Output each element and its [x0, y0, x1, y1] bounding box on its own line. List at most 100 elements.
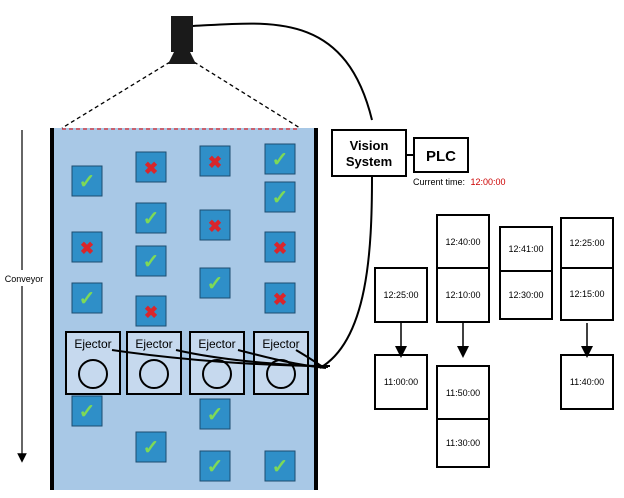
item-box	[71, 165, 103, 197]
item-box	[71, 231, 103, 263]
cross-icon: ✖	[80, 239, 94, 258]
item-fail: ✖	[71, 231, 103, 263]
item-box	[199, 145, 231, 177]
cross-icon: ✖	[208, 217, 222, 236]
ejector-plunger	[139, 359, 169, 389]
item-pass: ✓	[135, 202, 167, 234]
timestamp-value: 12:10:00	[445, 290, 480, 300]
item-fail: ✖	[199, 209, 231, 241]
plc-label: PLC	[426, 148, 456, 165]
check-icon: ✓	[143, 251, 160, 273]
item-box	[199, 450, 231, 482]
current-time-value: 12:00:00	[471, 177, 506, 187]
check-icon: ✓	[143, 208, 160, 230]
check-icon: ✓	[207, 404, 224, 426]
timestamp-value: 11:40:00	[570, 377, 604, 387]
timestamp-value: 12:41:00	[508, 244, 543, 254]
item-pass: ✓	[71, 395, 103, 427]
ejector-label: Ejector	[198, 337, 235, 351]
plc-box: PLC	[413, 137, 469, 173]
timestamp-value: 12:25:00	[569, 238, 604, 248]
check-icon: ✓	[79, 288, 96, 310]
timestamp-box: 11:00:00	[374, 354, 428, 410]
item-box	[199, 398, 231, 430]
ejector-label: Ejector	[262, 337, 299, 351]
item-box	[135, 295, 167, 327]
timestamp-value: 11:50:00	[446, 388, 480, 398]
cross-icon: ✖	[273, 290, 287, 309]
item-pass: ✓	[199, 267, 231, 299]
check-icon: ✓	[207, 273, 224, 295]
cross-icon: ✖	[273, 239, 287, 258]
vision-system-label-line2: System	[346, 154, 392, 169]
items-layer: ✓ ✖ ✖ ✓ ✓ ✓ ✖ ✖ ✖ ✓ ✓ ✓ ✖ ✖ ✓ ✓ ✓ ✓ ✓	[71, 143, 296, 482]
ejector-label: Ejector	[74, 337, 111, 351]
conveyor-label: Conveyor	[5, 274, 44, 284]
timestamp-value: 12:40:00	[445, 237, 480, 247]
camera-fov-left	[61, 61, 171, 129]
item-pass: ✓	[264, 450, 296, 482]
timestamp-box: 11:30:00	[436, 418, 490, 468]
timestamp-box: 11:40:00	[560, 354, 614, 410]
ejector-label: Ejector	[135, 337, 172, 351]
timestamp-value: 12:25:00	[383, 290, 418, 300]
ejector-box	[65, 331, 121, 395]
timestamp-box: 12:10:00	[436, 267, 490, 323]
timestamp-value: 12:30:00	[508, 290, 543, 300]
camera-icon	[168, 16, 196, 64]
item-box	[264, 231, 296, 263]
ejector-plunger	[78, 359, 108, 389]
item-fail: ✖	[264, 231, 296, 263]
item-box	[264, 181, 296, 213]
item-box	[264, 450, 296, 482]
current-time-prefix: Current time:	[413, 177, 465, 187]
item-pass: ✓	[199, 398, 231, 430]
check-icon: ✓	[143, 437, 160, 459]
ejectors-layer: Ejector Ejector Ejector Ejector	[65, 331, 309, 395]
item-box	[264, 282, 296, 314]
ejector: Ejector	[126, 331, 182, 395]
check-icon: ✓	[272, 456, 289, 478]
item-pass: ✓	[264, 181, 296, 213]
ejector-plunger	[202, 359, 232, 389]
item-box	[135, 202, 167, 234]
item-box	[135, 431, 167, 463]
check-icon: ✓	[79, 401, 96, 423]
timestamp-value: 12:15:00	[569, 289, 604, 299]
ejector-box	[126, 331, 182, 395]
item-pass: ✓	[135, 431, 167, 463]
item-box	[71, 395, 103, 427]
current-time-label: Current time: 12:00:00	[413, 177, 506, 187]
ejector: Ejector	[65, 331, 121, 395]
ejector-wiring	[111, 175, 373, 369]
item-pass: ✓	[199, 450, 231, 482]
item-fail: ✖	[135, 295, 167, 327]
cross-icon: ✖	[144, 303, 158, 322]
item-box	[199, 267, 231, 299]
item-box	[264, 143, 296, 175]
item-fail: ✖	[135, 151, 167, 183]
vision-system-label-line1: Vision	[350, 138, 389, 153]
camera-fov-right	[193, 61, 301, 129]
item-pass: ✓	[264, 143, 296, 175]
item-box	[135, 151, 167, 183]
item-fail: ✖	[264, 282, 296, 314]
timestamp-box: 12:40:00	[436, 214, 490, 270]
item-pass: ✓	[71, 165, 103, 197]
cross-icon: ✖	[208, 153, 222, 172]
timestamp-box: 12:15:00	[560, 267, 614, 321]
check-icon: ✓	[207, 456, 224, 478]
timestamp-box: 12:30:00	[499, 270, 553, 320]
check-icon: ✓	[272, 187, 289, 209]
timestamp-box: 12:41:00	[499, 226, 553, 272]
item-box	[135, 245, 167, 277]
item-pass: ✓	[135, 245, 167, 277]
vision-system-box: Vision System	[331, 129, 407, 177]
check-icon: ✓	[272, 149, 289, 171]
check-icon: ✓	[79, 171, 96, 193]
item-fail: ✖	[199, 145, 231, 177]
item-pass: ✓	[71, 282, 103, 314]
timestamp-value: 11:30:00	[446, 438, 480, 448]
camera-cable	[192, 22, 373, 121]
timestamp-box: 12:25:00	[560, 217, 614, 269]
